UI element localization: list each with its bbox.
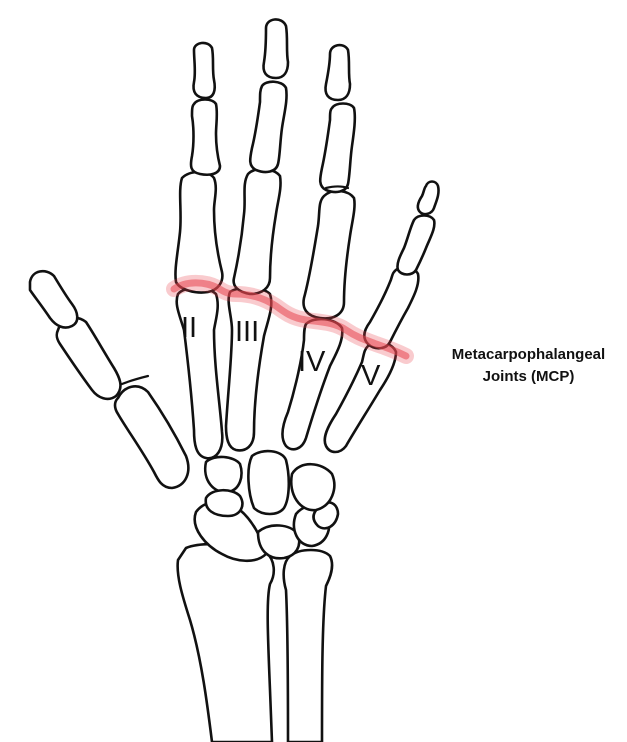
ulna-bone	[284, 550, 332, 742]
middle-proximal-phalanx	[234, 169, 281, 294]
thumb-bones	[30, 271, 188, 488]
metacarpal-iii	[226, 288, 271, 451]
thumb-distal-phalanx	[30, 271, 77, 327]
forearm-bones	[178, 544, 332, 742]
label-metacarpal-v: V	[361, 360, 381, 392]
lunate-bone	[258, 525, 299, 558]
index-middle-phalanx	[191, 100, 220, 175]
ring-proximal-phalanx	[304, 191, 355, 318]
callout-line-2: Joints (MCP)	[430, 366, 627, 388]
thumb-proximal-phalanx	[57, 318, 121, 399]
little-middle-phalanx	[397, 216, 434, 275]
middle-middle-phalanx	[250, 82, 286, 172]
finger-iv-bones	[282, 45, 354, 449]
label-metacarpal-ii: II	[181, 312, 197, 344]
finger-ii-bones	[175, 43, 222, 458]
hamate-bone	[291, 464, 334, 510]
label-metacarpal-iv: IV	[298, 346, 326, 378]
trapezoid-bone	[206, 490, 243, 516]
middle-distal-phalanx	[264, 19, 289, 78]
little-distal-phalanx	[418, 182, 439, 215]
carpal-bones	[195, 451, 338, 561]
thumb-metacarpal	[115, 386, 188, 488]
radius-bone	[178, 544, 274, 742]
finger-iii-bones	[226, 19, 288, 450]
ring-distal-phalanx	[326, 45, 351, 100]
index-proximal-phalanx	[175, 172, 222, 293]
label-metacarpal-iii: III	[235, 316, 259, 348]
capitate-bone	[248, 451, 288, 514]
mcp-callout-label: Metacarpophalangeal Joints (MCP)	[430, 344, 627, 388]
trapezium-bone	[205, 457, 241, 492]
thumb-joint-line	[122, 376, 148, 384]
ring-middle-phalanx	[320, 104, 355, 193]
callout-line-1: Metacarpophalangeal	[430, 344, 627, 366]
index-distal-phalanx	[194, 43, 215, 98]
